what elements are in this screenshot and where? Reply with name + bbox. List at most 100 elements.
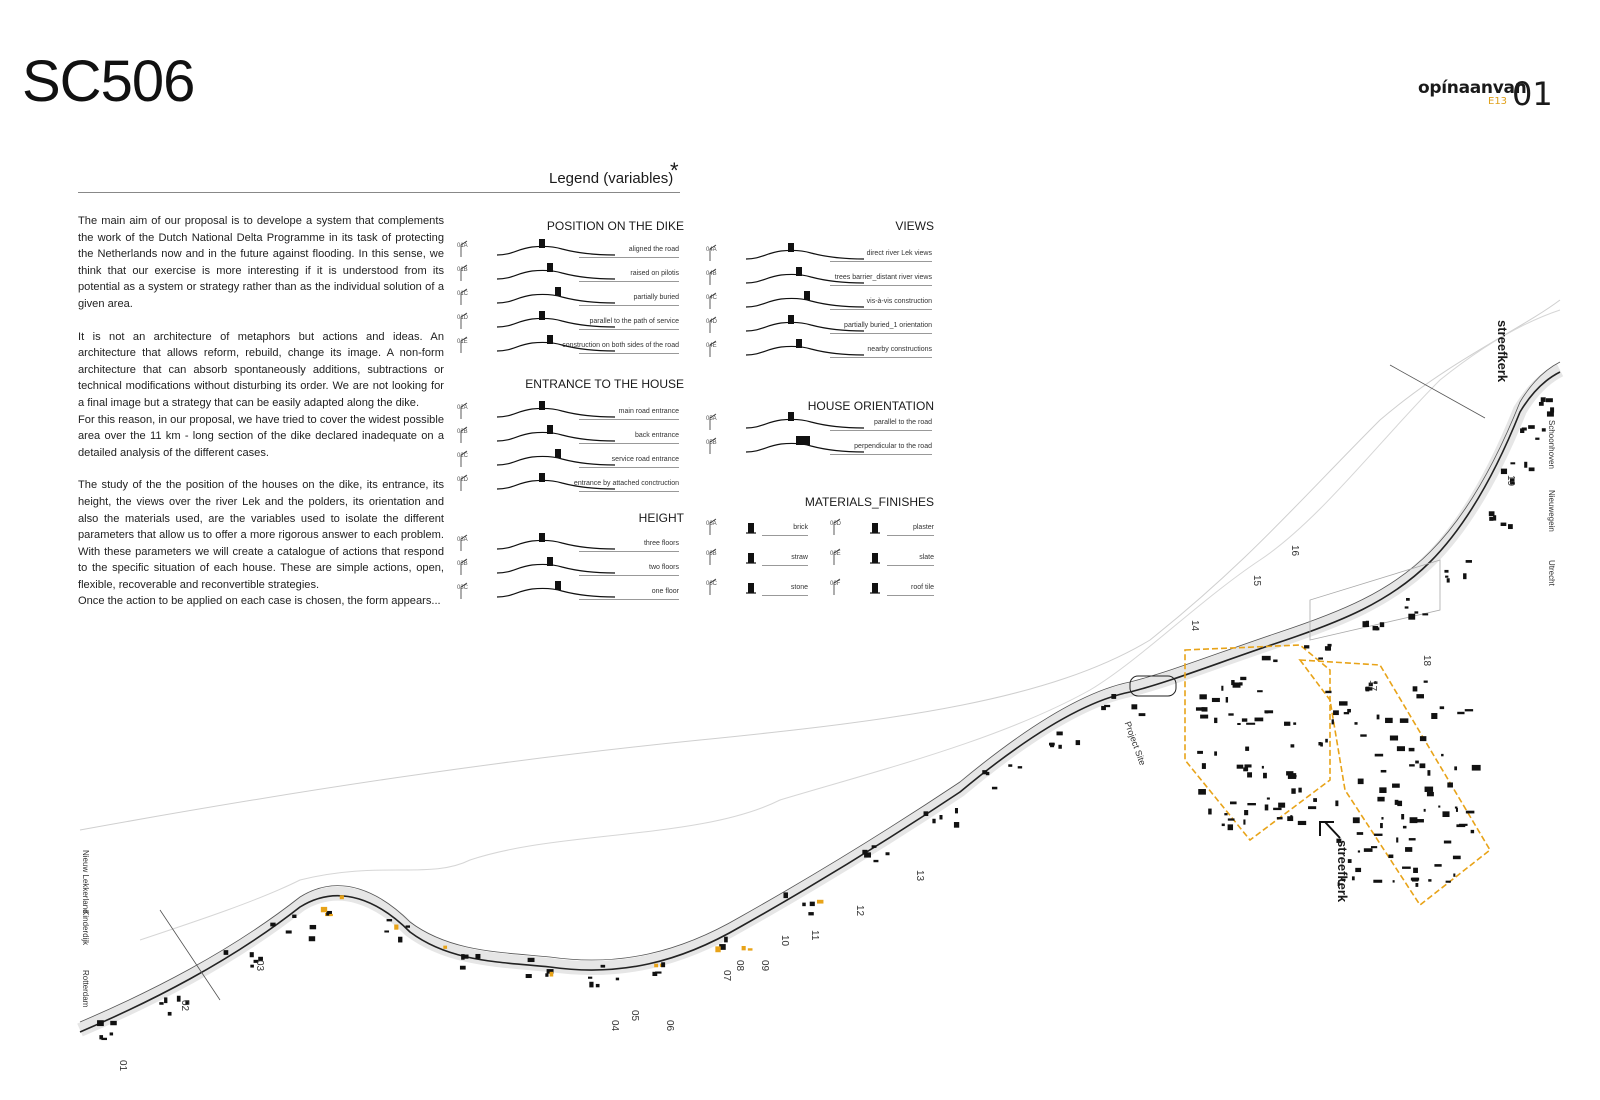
- building: [1405, 847, 1413, 852]
- building: [1380, 769, 1387, 773]
- building: [1284, 721, 1291, 726]
- building: [1500, 468, 1508, 475]
- dike-section-number: 08: [734, 960, 745, 972]
- legend-label: aligned the road: [628, 246, 679, 253]
- building: [1239, 682, 1243, 686]
- dike-section-number: 18: [1421, 655, 1432, 667]
- building: [1276, 817, 1283, 820]
- building: [1402, 866, 1411, 869]
- building: [1528, 425, 1535, 429]
- building: [1214, 751, 1218, 756]
- building: [1373, 879, 1383, 883]
- building: [1380, 823, 1383, 829]
- building: [285, 930, 292, 934]
- building: [1419, 736, 1427, 742]
- building: [1227, 824, 1234, 831]
- building: [1379, 622, 1385, 628]
- dike-section-diagram: [460, 287, 616, 305]
- place-label: Nieuwegein: [1547, 490, 1556, 532]
- legend-rule: [579, 551, 679, 552]
- building: [1287, 773, 1297, 779]
- building: [1409, 817, 1418, 824]
- building: [1229, 801, 1237, 805]
- brand-logo: opínaanvan 01 E13: [1418, 78, 1553, 110]
- building: [459, 965, 466, 970]
- building: [1199, 694, 1207, 700]
- building: [615, 977, 620, 981]
- building: [589, 981, 594, 988]
- project-area: [1184, 644, 1331, 842]
- building: [1408, 747, 1415, 752]
- building: [1241, 718, 1248, 722]
- building: [1381, 817, 1384, 820]
- legend-label: construction on both sides of the road: [562, 342, 679, 349]
- legend-label: two floors: [649, 564, 679, 571]
- legend-asterisk: *: [670, 158, 679, 183]
- building: [802, 902, 806, 907]
- building: [1131, 704, 1138, 710]
- legend-rule: [579, 329, 679, 330]
- building: [1356, 832, 1364, 835]
- dike-section-number: 04: [609, 1020, 620, 1032]
- legend-label: partially buried_1 orientation: [844, 322, 932, 329]
- building: [1464, 709, 1474, 712]
- building: [1198, 789, 1206, 795]
- legend-rule: [579, 599, 679, 600]
- building: [939, 815, 943, 820]
- dike-section-diagram: [709, 267, 865, 285]
- building: [159, 1002, 164, 1005]
- building: [1443, 840, 1452, 844]
- dike-section-number: 15: [1251, 575, 1262, 587]
- building: [1372, 625, 1379, 631]
- building: [1465, 810, 1475, 814]
- building: [1221, 823, 1225, 827]
- building: [1246, 722, 1256, 725]
- building: [1273, 659, 1278, 663]
- building: [1338, 701, 1348, 706]
- building: [1056, 731, 1063, 736]
- legend-label: back entrance: [635, 432, 679, 439]
- building: [1397, 800, 1403, 807]
- building: [109, 1032, 114, 1036]
- building: [1221, 685, 1224, 691]
- building: [1456, 824, 1466, 828]
- intro-text: The main aim of our proposal is to devel…: [78, 213, 444, 626]
- legend-rule: [579, 419, 679, 420]
- building: [1500, 522, 1507, 527]
- building: [1392, 880, 1395, 883]
- legend-rule: [579, 443, 679, 444]
- floodplain-outline: [79, 299, 1561, 831]
- building: [270, 922, 276, 927]
- building: [747, 948, 753, 951]
- building: [661, 962, 666, 968]
- building: [1507, 524, 1513, 530]
- dike-section-number: 05: [629, 1010, 640, 1022]
- dike-section-number: 19: [1505, 475, 1516, 487]
- building: [809, 901, 815, 907]
- legend-code: 03B: [457, 561, 468, 567]
- legend-label: direct river Lek views: [866, 250, 932, 257]
- intro-paragraph: For this reason, in our proposal, we hav…: [78, 413, 444, 459]
- building: [545, 973, 549, 977]
- dike-section-diagram: [460, 335, 616, 353]
- building: [1058, 744, 1062, 749]
- section-orientation-title: HOUSE ORIENTATION: [807, 399, 934, 413]
- dike-section-diagram: [460, 557, 616, 575]
- dike-section-number: 16: [1289, 545, 1300, 557]
- building: [1528, 467, 1535, 472]
- building: [1138, 713, 1146, 717]
- building: [1396, 746, 1406, 752]
- building: [1452, 855, 1461, 860]
- building: [1347, 708, 1351, 713]
- building: [873, 859, 879, 863]
- building: [953, 822, 960, 828]
- building: [394, 924, 399, 930]
- section-materials-title: MATERIALS_FINISHES: [804, 495, 934, 509]
- building: [461, 954, 465, 960]
